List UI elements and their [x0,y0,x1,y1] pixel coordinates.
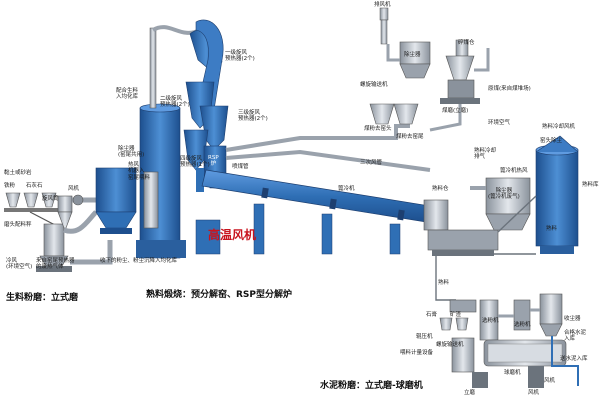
rotary-kiln [201,169,431,223]
label-gypsum: 石膏 [426,312,438,318]
label-vertical-mill: 辊压机 [416,334,433,340]
label-hot-air: 环境空气 [488,120,511,126]
raw-cyclone [57,195,73,229]
label-coal-feed: 煤粉去窑头 [364,126,392,132]
label-cement-silo: 合格水泥 入库 [564,330,587,343]
label-stage3: 三级旋风 预热器(2个) [238,110,268,123]
label-kiln-head-dust: 窑头除尘 [540,138,563,144]
coal-mill-system [369,7,490,132]
label-clay-sand: 黏土或砂岩 [4,170,32,176]
label-kiln-burner: 喷煤管 [232,164,249,170]
tertiary-air-duct [225,124,431,172]
label-cyclone: 旋风筒 [42,196,59,202]
label-clinker-silo: 熟料仓 [432,186,449,192]
label-coal-mill: 煤磨(立磨) [442,108,469,114]
label-dust-collector-top: 除尘器 [404,52,421,58]
cooler-dust-collector [470,177,531,231]
label-fan-cm: 风机 [528,390,540,396]
label-cooler: 篦冷机 [338,186,355,192]
label-dust-right: 除尘器 (篦冷机废气) [488,188,520,201]
clinker-silo [535,135,579,254]
label-kiln-waste-gas: 来自窑尾预热器 的废热气体 [36,258,75,271]
cement-mill-system [435,276,579,388]
label-coal-ash-pipe: 碎煤仓 [458,40,475,46]
label-clinker-out: 熟料 [546,226,558,232]
label-batching-scale: 磨头配料秤 [4,222,32,228]
label-iron-powder: 铁粉 [4,183,16,189]
tail-dust-collector [95,167,137,234]
kiln-head-cooler [423,199,499,256]
label-clinker-cooler-gas: 篦冷机热风 [500,168,528,174]
label-ball-mill: 球磨机 [504,370,521,376]
raw-material-hoppers [4,192,60,226]
label-cement-clinker: 熟料 [438,280,450,286]
conveyor-lines [435,195,537,276]
label-raw-coal: 原煤(来自煤堆场) [488,86,531,92]
label-spiral-conv: 螺旋输送机 [436,342,464,348]
label-feeder: 喂料计量设备 [400,350,434,356]
label-homogenize: 配合生料 入均化库 [116,88,139,101]
high-temp-fan-label: 高温风机 [208,228,257,242]
kiln-piers [195,203,401,255]
raw-fan [72,194,84,206]
label-clinker-hot-gas: 熟料冷却 排气 [474,148,497,161]
label-coal-feed2: 煤粉去窑尾 [396,134,424,140]
label-mixture: 矿渣 [450,312,462,318]
clinker-section-title: 熟料煅烧：预分解窑、RSP型分解炉 [146,290,293,300]
label-stage1: 一级旋风 预热器(2个) [225,50,255,63]
homogenizing-silo [136,103,186,259]
label-stage2: 二级旋风 预热器(2个) [160,96,190,109]
label-bottom-note: 收下的粉尘、粉尘沉降入均化库 [100,258,178,264]
label-tertiary-duct: 三次风管 [360,160,383,166]
label-fine-coal-silo: 螺旋输送机 [360,82,388,88]
label-vertical-mill2: 立磨 [464,390,476,396]
raw-mill-section-title: 生料粉磨：立式磨 [6,293,79,303]
label-hot-gas: 热风 机器入 窑尾喂料 [128,162,151,181]
label-stage4: 四级旋风 预热器(1个) [180,156,210,169]
cement-mill-section-title: 水泥粉磨：立式磨-球磨机 [320,381,423,391]
label-fan-bottom: 风机 [544,378,556,384]
preheater-tower [183,19,229,192]
label-clinker-yard: 熟料库 [582,182,599,188]
label-kiln-head-fan: 熟料冷却风机 [542,124,576,130]
raw-vertical-mill [36,223,72,272]
label-dust-collector-left: 除尘器 (窑尾共用) [118,146,145,159]
label-rsp: RSP 炉 [208,155,219,168]
label-cold-air: 冷风 (环境空气) [6,258,33,271]
label-limestone: 石灰石 [26,183,43,189]
label-exhaust-fan: 排风机 [374,2,391,8]
label-fan-left: 风机 [68,186,80,192]
label-powder-selector: 选粉机 [482,318,499,324]
label-cement-separator: 选粉机 [514,322,531,328]
label-cement-out: 送水泥入库 [560,356,588,362]
label-dust-cm: 收尘器 [564,316,581,322]
